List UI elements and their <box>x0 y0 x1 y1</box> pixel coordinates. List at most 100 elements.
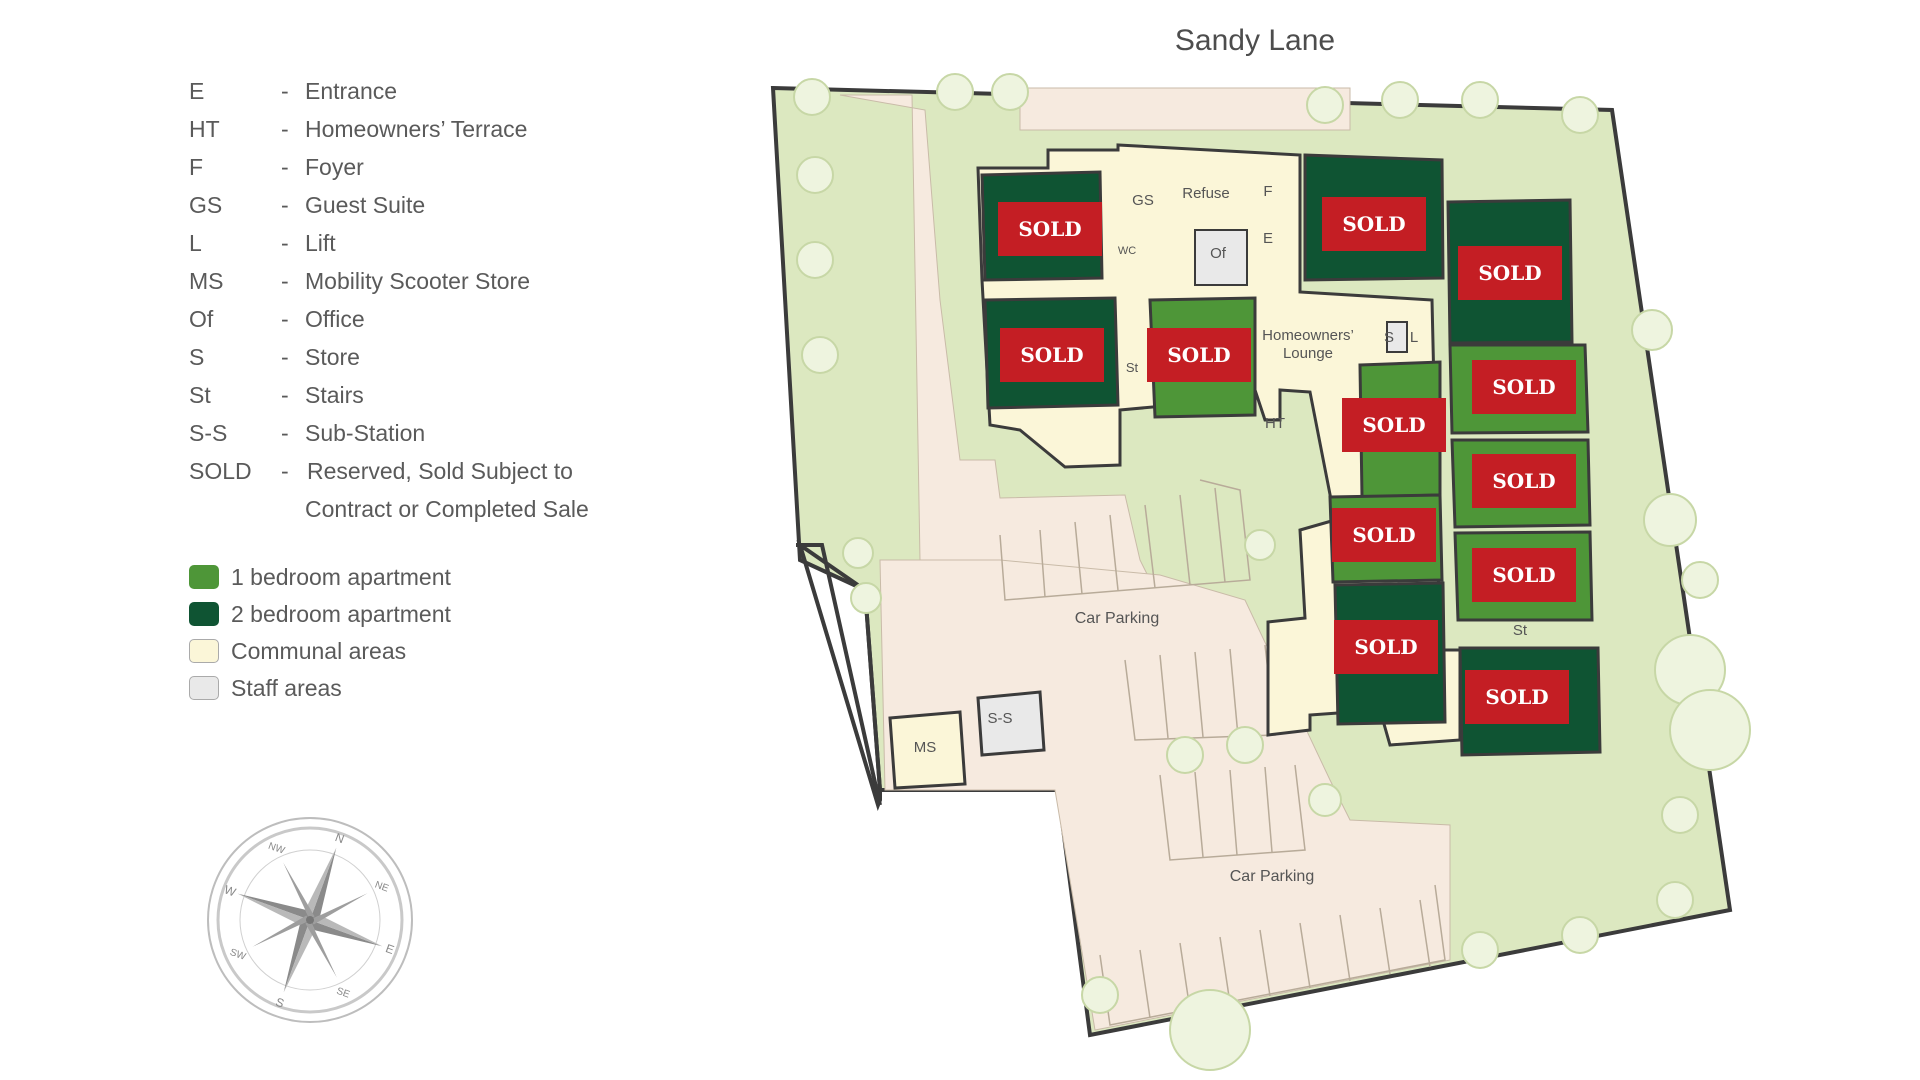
key-desc: Sub-Station <box>305 420 426 446</box>
label-car-parking-1: Car Parking <box>1075 610 1159 627</box>
key-dash: - <box>281 154 289 180</box>
label-refuse: Refuse <box>1182 185 1230 202</box>
sold-badge <box>1342 398 1446 452</box>
sold-badge-label: SOLD <box>1020 343 1083 367</box>
label-sub-station: S-S <box>987 710 1012 727</box>
label-stairs-1: St <box>1126 360 1139 375</box>
sold-badge <box>1334 620 1438 674</box>
label-guest-suite: GS <box>1132 192 1154 209</box>
label-car-parking-2: Car Parking <box>1230 868 1314 885</box>
sold-badge <box>1472 360 1576 414</box>
key-dash: - <box>281 420 289 446</box>
key-dash: - <box>281 192 289 218</box>
key-dash: - <box>281 268 289 294</box>
sub-station <box>976 690 1046 757</box>
key-desc: Guest Suite <box>305 192 426 218</box>
parking-bays-lower <box>1159 764 1306 861</box>
sold-badge-label: SOLD <box>1342 212 1405 236</box>
label-homeowners-terrace: HT <box>1265 415 1285 432</box>
car-park-area <box>879 559 1451 1031</box>
key-desc: Entrance <box>305 78 398 104</box>
key-desc: Foyer <box>305 154 364 180</box>
sold-badge-label: SOLD <box>1492 469 1555 493</box>
room-labels: GS Refuse F E Of WC Homeowners’ Lounge S… <box>914 183 1528 885</box>
sold-badge-label: SOLD <box>1362 413 1425 437</box>
sold-badge-label: SOLD <box>1485 685 1548 709</box>
label-mobility-scooter-store: MS <box>914 739 937 756</box>
key-code: E <box>189 78 205 104</box>
sold-badge <box>1332 508 1436 562</box>
compass-rose-icon: N E S W NE SE SW NW <box>207 817 413 1023</box>
key-dash: - <box>281 230 289 256</box>
key-dash: - <box>281 306 289 332</box>
key-code: L <box>189 230 202 256</box>
sold-badge-label: SOLD <box>1167 343 1230 367</box>
key-code: S <box>189 344 205 370</box>
street-name-label: Sandy Lane <box>1174 24 1336 57</box>
swatch-1-bedroom <box>189 565 219 589</box>
key-code: F <box>189 154 204 180</box>
key-code: HT <box>189 116 220 142</box>
key-dash: - <box>281 116 289 142</box>
label-store: S <box>1384 329 1394 346</box>
sold-badge <box>1465 670 1569 724</box>
sold-badge-label: SOLD <box>1354 635 1417 659</box>
key-desc: Reserved, Sold Subject to <box>307 458 573 484</box>
label-wc: WC <box>1118 245 1136 257</box>
sold-badge-label: SOLD <box>1478 261 1541 285</box>
label-lounge-line1: Homeowners’ <box>1262 327 1354 344</box>
sold-badge-label: SOLD <box>1492 563 1555 587</box>
mobility-scooter-store <box>888 710 967 790</box>
label-office: Of <box>1210 245 1227 262</box>
sold-badge-label: SOLD <box>1492 375 1555 399</box>
sold-badge <box>1472 548 1576 602</box>
key-dash: - <box>281 78 289 104</box>
key-desc: Homeowners’ Terrace <box>305 116 528 142</box>
key-code: St <box>189 382 211 408</box>
sold-badges: SOLD SOLD SOLD SOLD SOLD SOLD SOLD SOLD … <box>998 197 1576 724</box>
sold-badge <box>1000 328 1104 382</box>
key-desc: Lift <box>305 230 336 256</box>
sold-badge <box>1322 197 1426 251</box>
key-code: SOLD <box>189 458 252 484</box>
key-desc: Store <box>305 344 360 370</box>
legend-label: Communal areas <box>231 638 407 664</box>
label-lift: L <box>1410 329 1418 346</box>
sold-badge <box>1147 328 1251 382</box>
sold-badge-label: SOLD <box>1018 217 1081 241</box>
key-desc: Mobility Scooter Store <box>305 268 530 294</box>
trees <box>793 73 1751 1071</box>
compass-point-se: SE <box>335 986 352 1001</box>
key-code: GS <box>189 192 223 218</box>
swatch-staff <box>189 676 219 700</box>
label-lounge-line2: Lounge <box>1283 345 1333 362</box>
compass-point-sw: SW <box>228 947 247 963</box>
label-foyer: F <box>1263 183 1272 200</box>
legend-label: Staff areas <box>231 675 342 701</box>
swatch-2-bedroom <box>189 602 219 626</box>
compass-point-w: W <box>222 882 238 899</box>
compass-point-ne: NE <box>373 879 390 894</box>
key-dash: - <box>281 458 289 484</box>
key-code: S-S <box>189 420 228 446</box>
key-desc: Office <box>305 306 365 332</box>
key-desc: Contract or Completed Sale <box>305 496 589 522</box>
legend-label: 2 bedroom apartment <box>231 601 451 627</box>
parking-bays-upper <box>999 479 1251 601</box>
key-code: Of <box>189 306 214 332</box>
store-room <box>1386 321 1408 353</box>
sold-badge <box>998 202 1102 256</box>
key-code: MS <box>189 268 224 294</box>
key-dash: - <box>281 344 289 370</box>
label-entrance: E <box>1263 230 1273 247</box>
label-stairs-2: St <box>1513 622 1528 639</box>
sold-badge-label: SOLD <box>1352 523 1415 547</box>
key-dash: - <box>281 382 289 408</box>
office-room <box>1194 229 1248 286</box>
sold-badge <box>1458 246 1562 300</box>
key-desc: Stairs <box>305 382 364 408</box>
swatch-communal <box>189 639 219 663</box>
sold-badge <box>1472 454 1576 508</box>
legend-panel: E - Entrance HT - Homeowners’ Terrace F … <box>0 0 760 1080</box>
